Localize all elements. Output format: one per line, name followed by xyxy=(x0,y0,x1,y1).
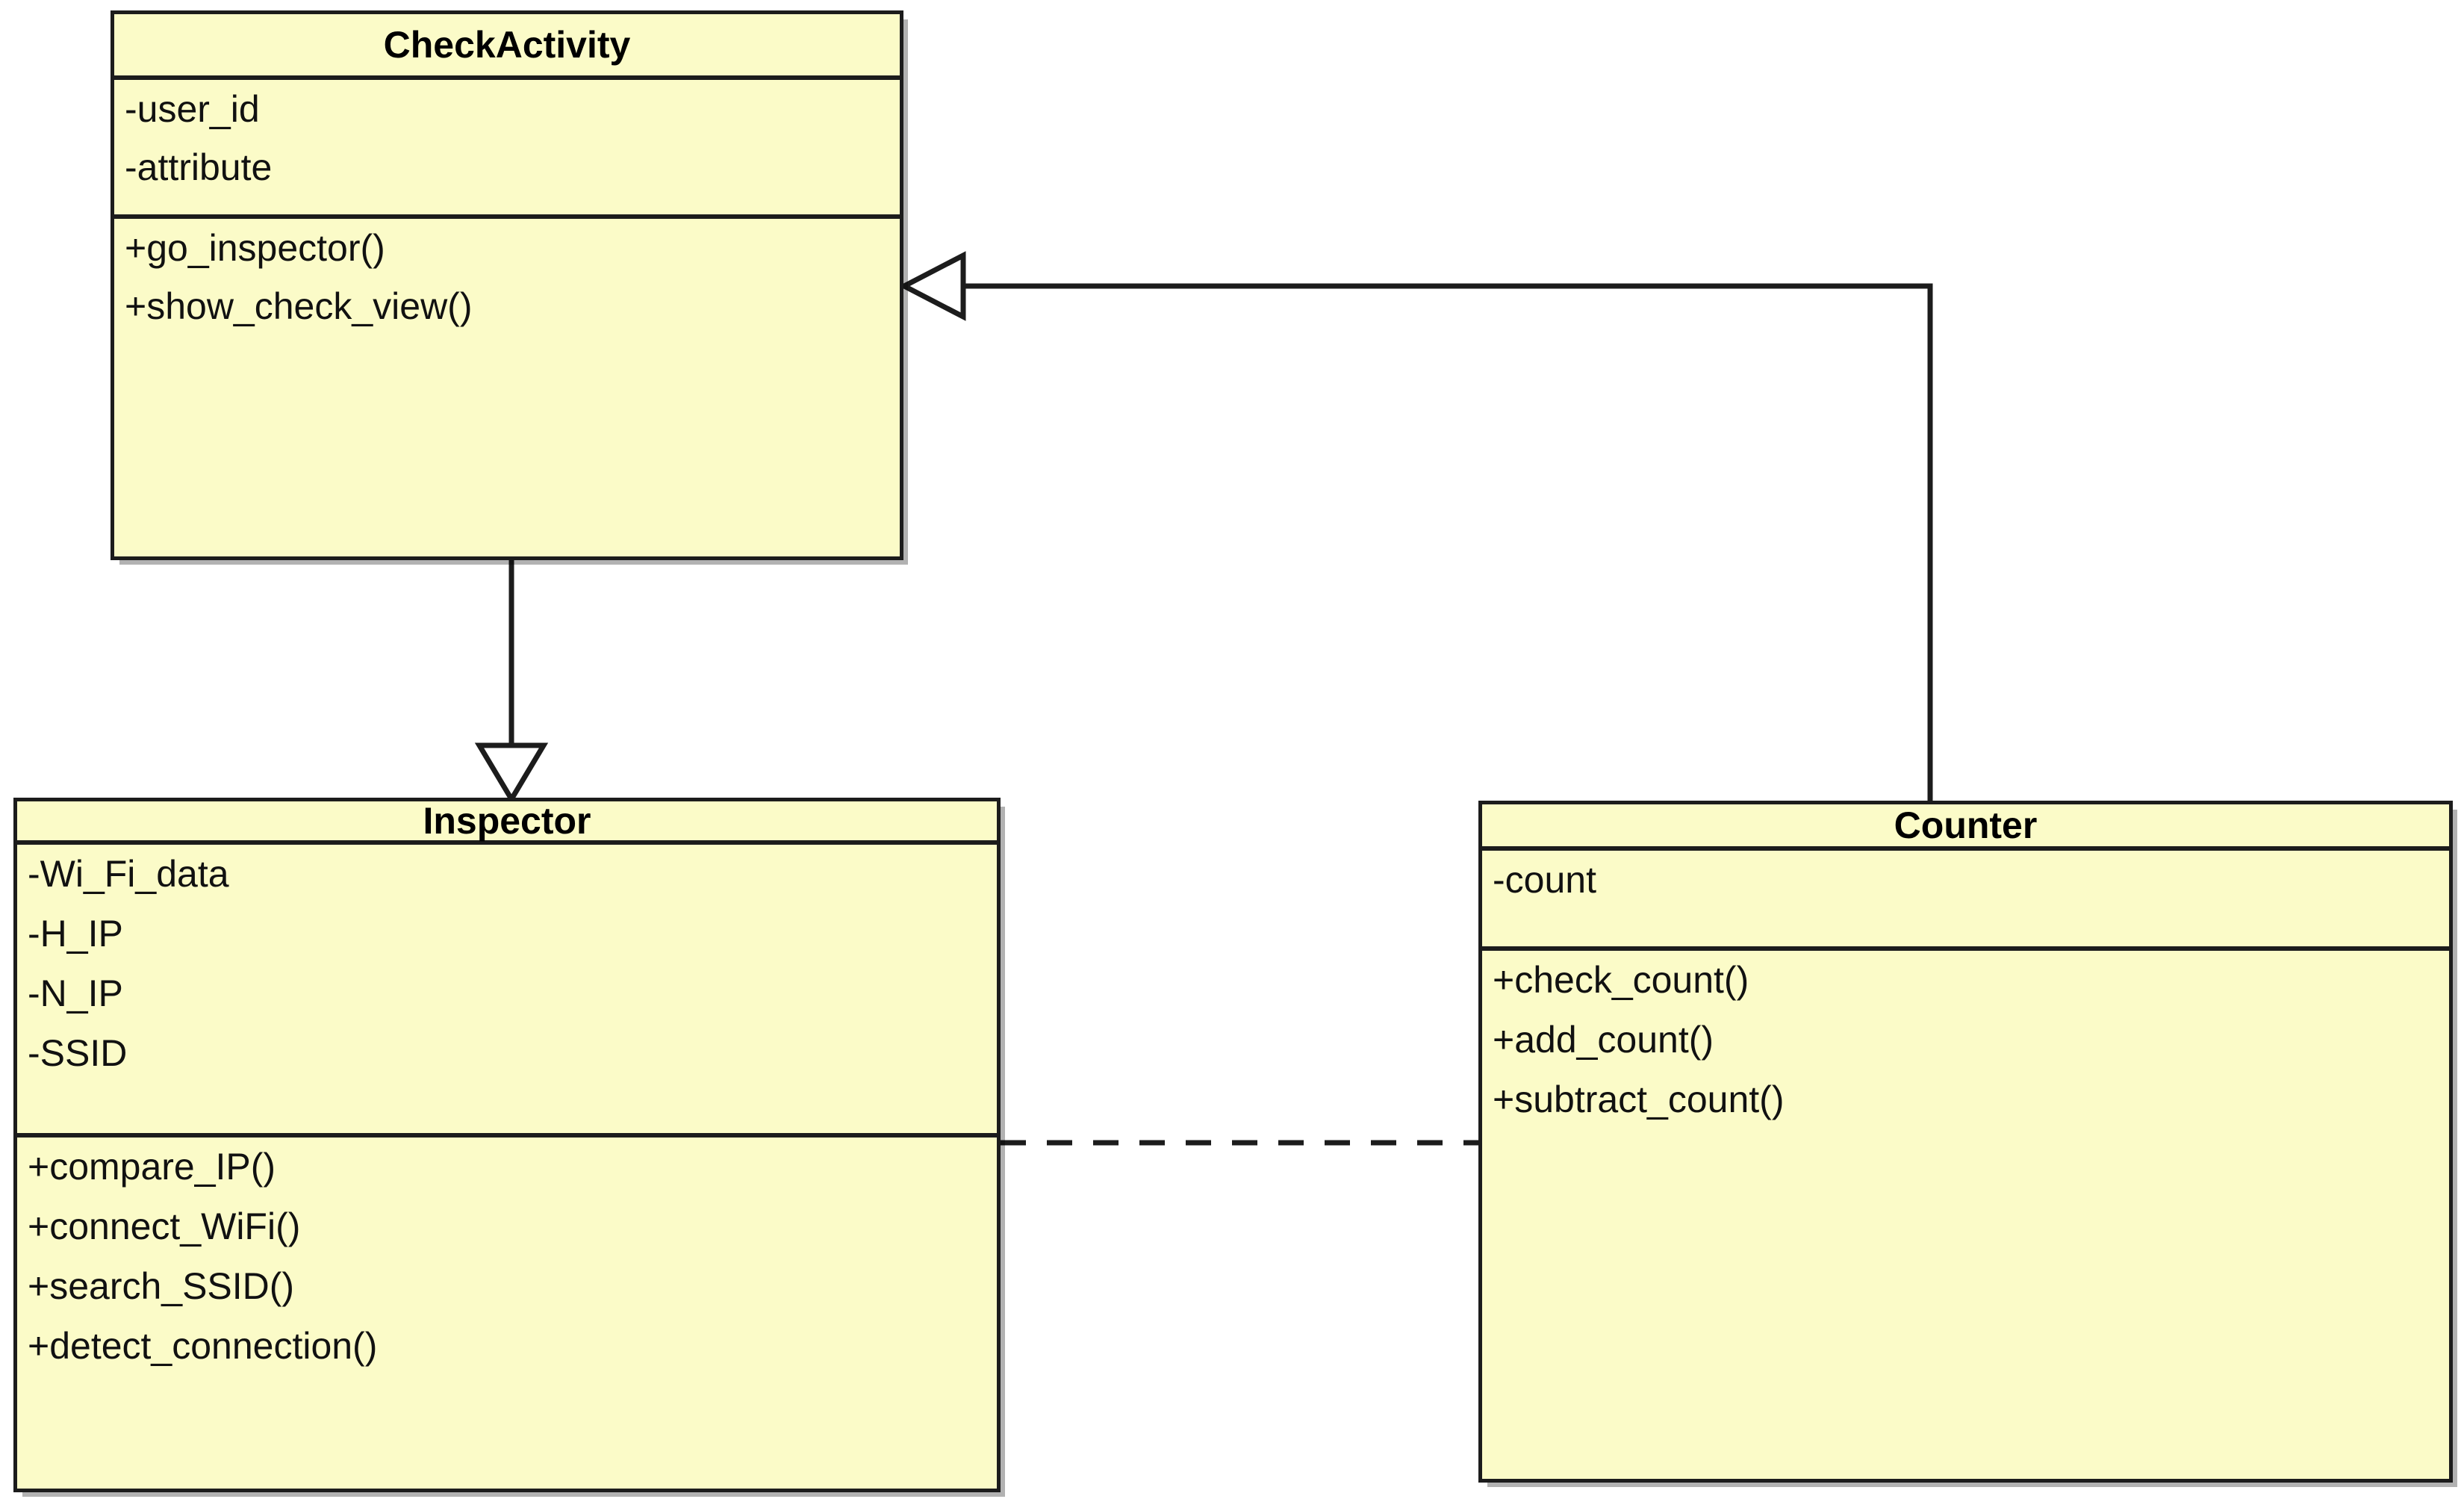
attributes-compartment-inspector: -Wi_Fi_data -H_IP -N_IP -SSID xyxy=(17,845,997,1138)
attribute-user-id: -user_id xyxy=(125,88,260,130)
attribute-h-ip: -H_IP xyxy=(28,913,123,955)
attribute-n-ip: -N_IP xyxy=(28,972,123,1014)
hollow-triangle-arrowhead-down xyxy=(474,742,549,804)
method-subtract-count: +subtract_count() xyxy=(1493,1079,1785,1120)
class-box-counter[interactable]: Counter -count +check_count() +add_count… xyxy=(1478,801,2453,1483)
methods-compartment-checkactivity: +go_inspector() +show_check_view() xyxy=(114,219,900,325)
generalization-checkactivity-to-inspector[interactable] xyxy=(474,560,549,804)
attribute-wi-fi-data: -Wi_Fi_data xyxy=(28,853,229,895)
method-add-count: +add_count() xyxy=(1493,1019,1714,1061)
hollow-triangle-arrowhead-left xyxy=(898,251,966,321)
attribute-ssid: -SSID xyxy=(28,1032,128,1074)
class-box-inspector[interactable]: Inspector -Wi_Fi_data -H_IP -N_IP -SSID … xyxy=(13,798,1001,1492)
class-name-inspector: Inspector xyxy=(17,800,997,845)
class-name-checkactivity: CheckActivity xyxy=(114,14,900,80)
class-box-checkactivity[interactable]: CheckActivity -user_id -attribute +go_in… xyxy=(111,10,903,560)
attributes-compartment-counter: -count xyxy=(1482,851,2449,951)
method-connect-wifi: +connect_WiFi() xyxy=(28,1205,301,1247)
method-compare-ip: +compare_IP() xyxy=(28,1146,276,1188)
method-go-inspector: +go_inspector() xyxy=(125,227,385,269)
methods-compartment-counter: +check_count() +add_count() +subtract_co… xyxy=(1482,951,2449,1118)
class-name-counter: Counter xyxy=(1482,804,2449,851)
method-show-check-view: +show_check_view() xyxy=(125,285,473,327)
methods-compartment-inspector: +compare_IP() +connect_WiFi() +search_SS… xyxy=(17,1138,997,1365)
generalization-counter-to-checkactivity[interactable] xyxy=(898,251,1933,801)
method-detect-connection: +detect_connection() xyxy=(28,1325,378,1367)
attribute-attribute: -attribute xyxy=(125,146,273,188)
attributes-compartment-checkactivity: -user_id -attribute xyxy=(114,80,900,219)
method-search-ssid: +search_SSID() xyxy=(28,1265,295,1307)
method-check-count: +check_count() xyxy=(1493,959,1749,1001)
attribute-count: -count xyxy=(1493,859,1596,901)
